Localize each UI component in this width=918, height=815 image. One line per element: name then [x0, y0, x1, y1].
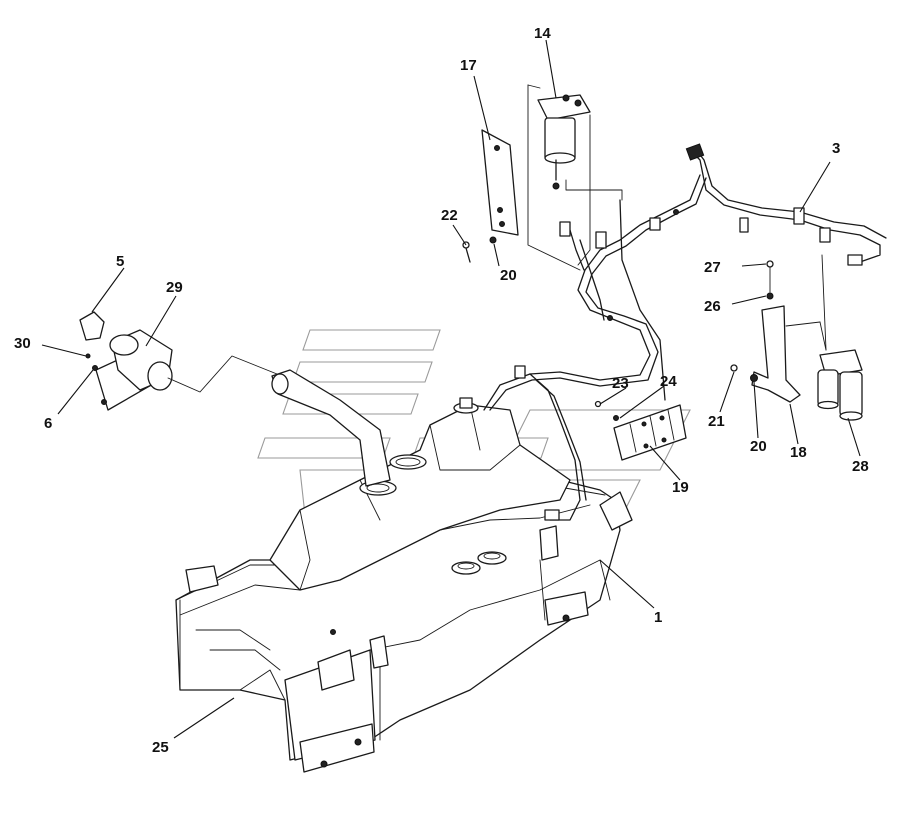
- callout-30: 30: [14, 335, 31, 352]
- callout-14: 14: [534, 25, 551, 42]
- callout-5: 5: [116, 253, 124, 270]
- leader-lines: [41, 39, 861, 739]
- callout-20-b: 20: [750, 438, 767, 455]
- callout-27: 27: [704, 259, 721, 276]
- fuel-filter-assembly: [481, 84, 623, 271]
- callout-19: 19: [672, 479, 689, 496]
- callout-20-a: 20: [500, 267, 517, 284]
- fuel-tank: [175, 397, 633, 773]
- heat-shield-plate: [594, 400, 687, 461]
- callout-18: 18: [790, 444, 807, 461]
- bracket-17-fasteners: [462, 236, 497, 263]
- callout-21: 21: [708, 413, 725, 430]
- callout-3: 3: [832, 140, 840, 157]
- callout-24: 24: [660, 373, 677, 390]
- callout-6: 6: [44, 415, 52, 432]
- callout-23: 23: [612, 375, 629, 392]
- callout-1: 1: [654, 609, 662, 626]
- callout-29: 29: [166, 279, 183, 296]
- callout-22: 22: [441, 207, 458, 224]
- callout-17: 17: [460, 57, 477, 74]
- filler-neck-assembly: [79, 311, 391, 487]
- fuel-hose-assembly: [483, 143, 887, 521]
- callout-26: 26: [704, 298, 721, 315]
- callout-28: 28: [852, 458, 869, 475]
- callout-25: 25: [152, 739, 169, 756]
- water-separator-assembly: [730, 254, 863, 421]
- callout-labels: 14 17 3 22 20 27 26 5 29 30 6 23 24 21 2…: [14, 25, 869, 756]
